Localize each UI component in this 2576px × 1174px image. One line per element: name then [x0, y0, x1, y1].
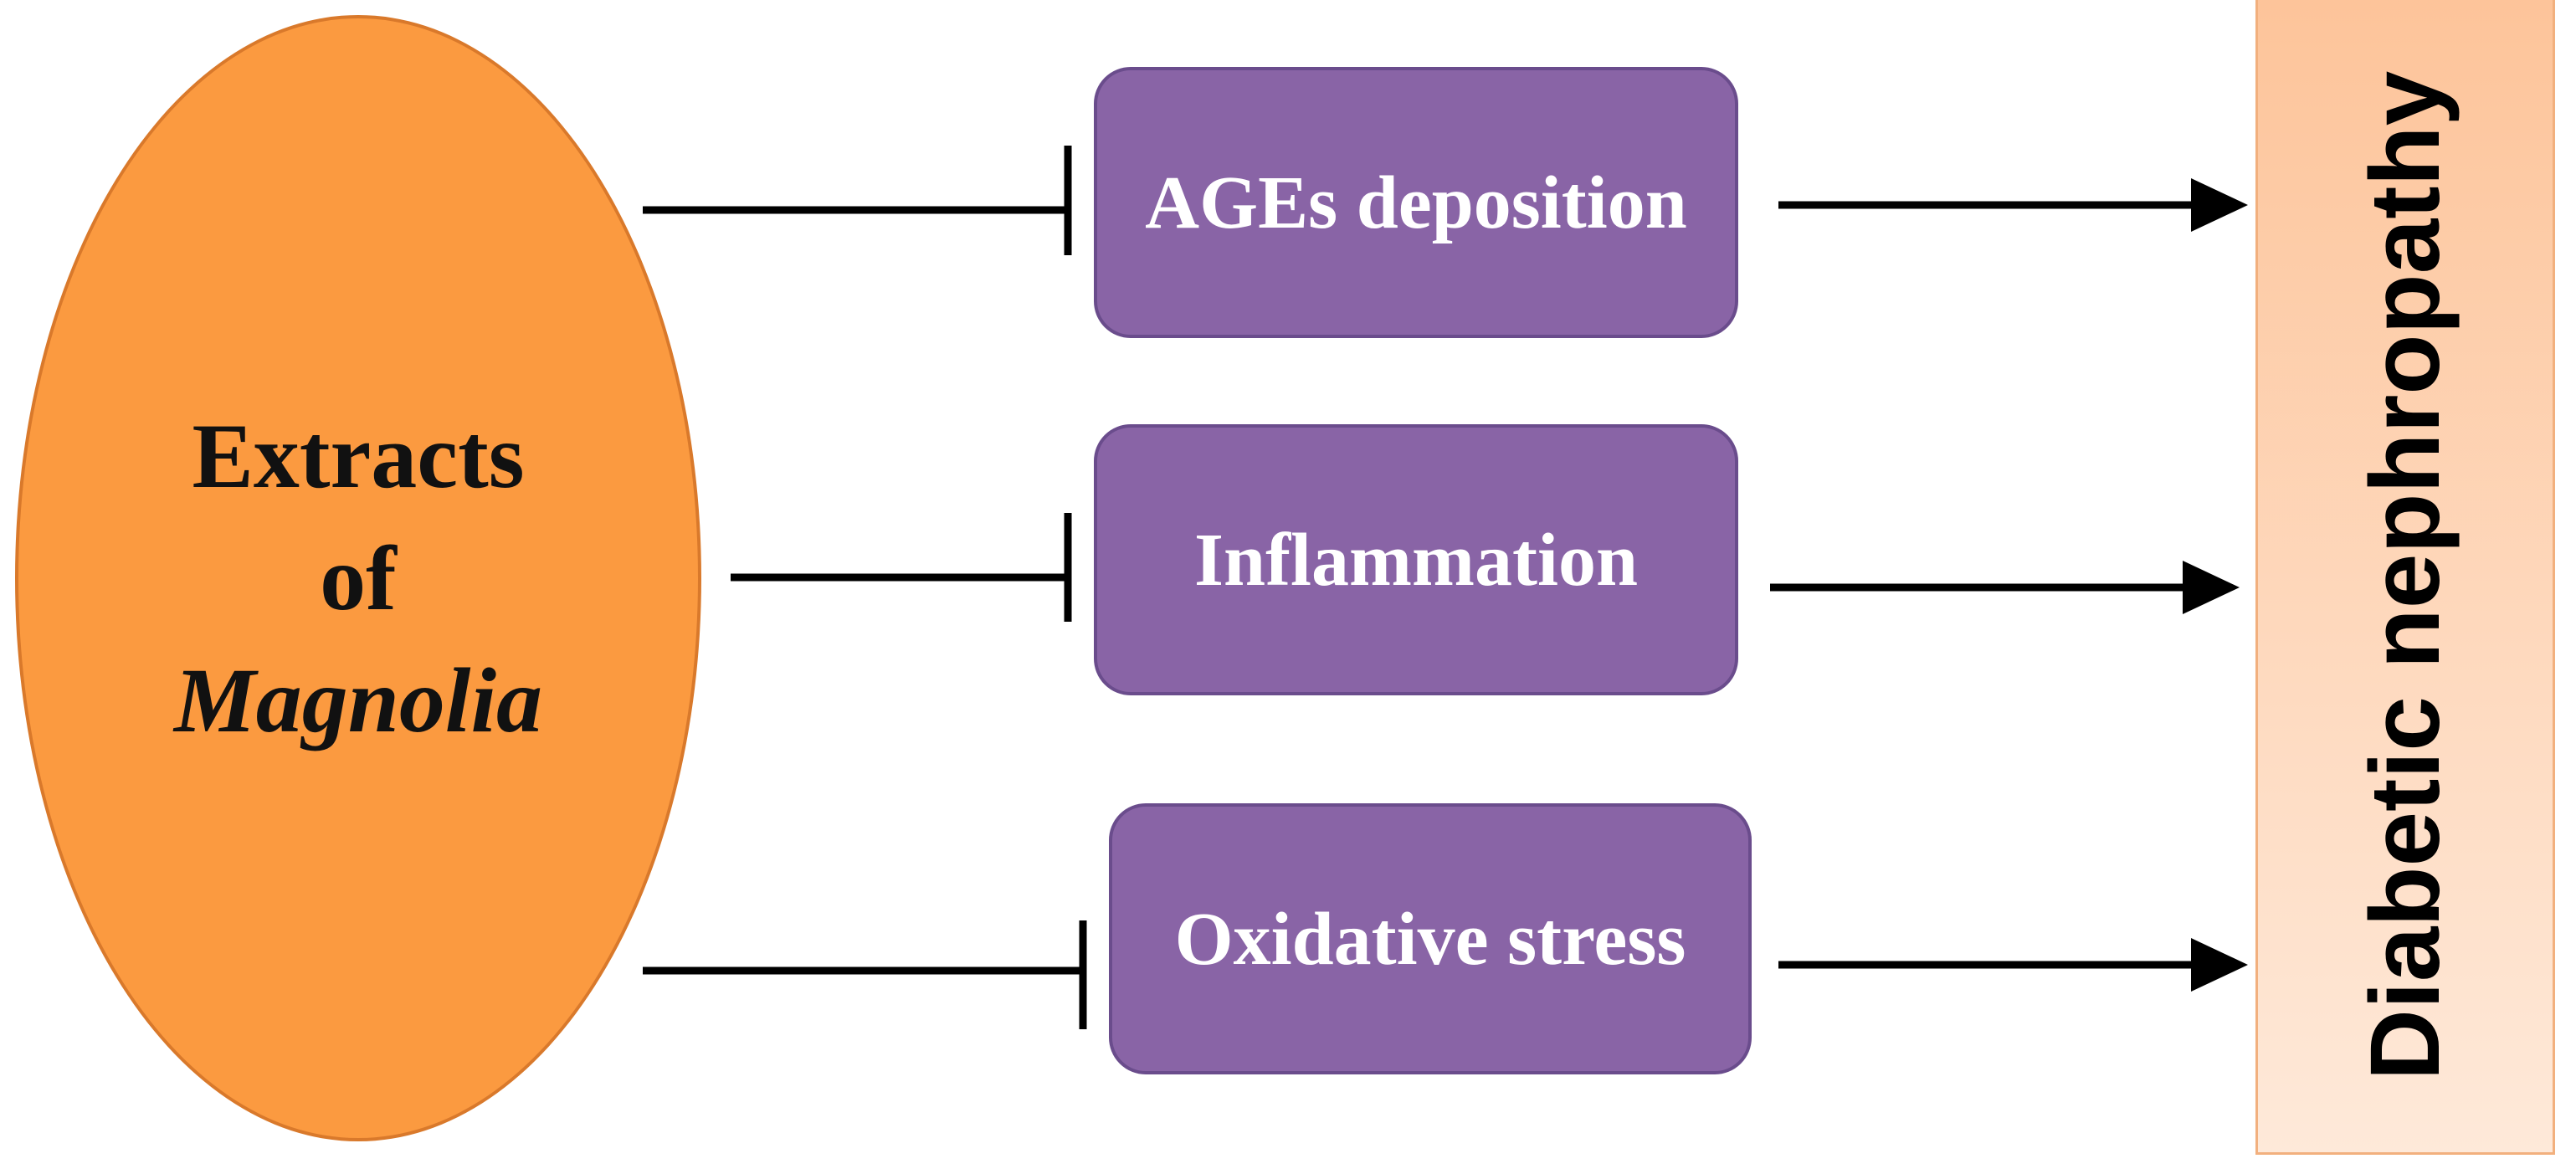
inflammation-label: Inflammation [1193, 518, 1639, 602]
arrowhead-oxidative [2191, 938, 2248, 992]
ages-deposition-label: AGEs deposition [1145, 161, 1687, 244]
inflammation-node: Inflammation [1094, 424, 1738, 695]
source-line-2: of [320, 527, 397, 629]
oxidative-stress-node: Oxidative stress [1109, 803, 1752, 1074]
source-line-1: Extracts [192, 405, 525, 507]
arrowhead-inflammation [2183, 561, 2240, 614]
arrowhead-ages [2191, 178, 2248, 232]
diabetic-nephropathy-node: Diabetic nephropathy [2255, 0, 2555, 1155]
oxidative-stress-label: Oxidative stress [1174, 897, 1686, 981]
magnolia-extracts-node: Extracts of Magnolia [15, 15, 701, 1141]
ages-deposition-node: AGEs deposition [1094, 67, 1738, 338]
source-line-3: Magnolia [173, 649, 543, 751]
